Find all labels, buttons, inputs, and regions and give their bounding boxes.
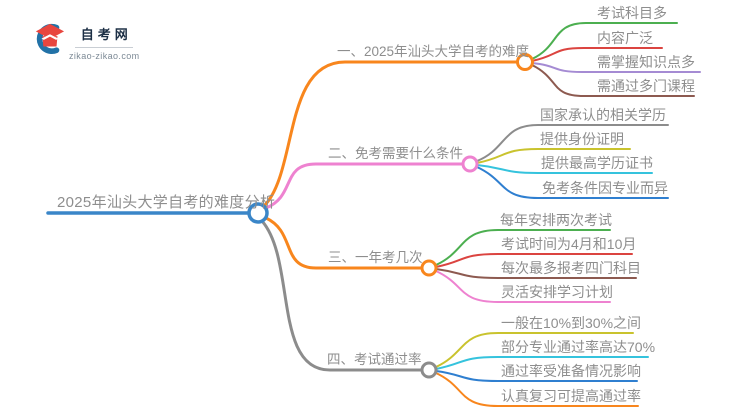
branch-node-1: 一、2025年汕头大学自考的难度 bbox=[337, 44, 530, 59]
leaf-node-3-1: 每年安排两次考试 bbox=[500, 212, 612, 228]
leaf-node-1-3: 需掌握知识点多 bbox=[597, 54, 695, 70]
leaf-node-2-4: 免考条件因专业而异 bbox=[542, 180, 668, 196]
leaf-node-1-1: 考试科目多 bbox=[597, 5, 667, 21]
site-url: zikao-zikao.com bbox=[69, 51, 140, 61]
leaf-node-4-4: 认真复习可提高通过率 bbox=[501, 388, 641, 404]
root-node-circle bbox=[247, 202, 269, 224]
branch-3-circle bbox=[420, 259, 438, 277]
leaf-node-3-3: 每次最多报考四门科目 bbox=[501, 260, 641, 276]
leaf-node-2-2: 提供身份证明 bbox=[540, 131, 624, 147]
branch-node-4: 四、考试通过率 bbox=[327, 352, 422, 367]
branch-2-circle bbox=[461, 155, 479, 173]
logo-divider bbox=[75, 47, 134, 48]
graduation-cap-icon bbox=[35, 23, 65, 54]
leaf-node-1-4: 需通过多门课程 bbox=[597, 78, 695, 94]
branch-1-circle bbox=[516, 53, 534, 71]
branch-node-2: 二、免考需要什么条件 bbox=[328, 146, 463, 161]
branch-4-circle bbox=[420, 361, 438, 379]
leaf-node-3-2: 考试时间为4月和10月 bbox=[501, 236, 637, 252]
leaf-node-4-2: 部分专业通过率高达70% bbox=[501, 339, 656, 355]
leaf-node-1-2: 内容广泛 bbox=[597, 30, 653, 46]
site-logo: 自考网 zikao-zikao.com bbox=[33, 21, 143, 61]
leaf-node-3-4: 灵活安排学习计划 bbox=[501, 284, 613, 300]
leaf-node-2-1: 国家承认的相关学历 bbox=[540, 107, 666, 123]
root-node: 2025年汕头大学自考的难度分析 bbox=[57, 194, 276, 211]
leaf-node-4-3: 通过率受准备情况影响 bbox=[501, 363, 641, 379]
site-name: 自考网 bbox=[80, 27, 132, 42]
leaf-node-4-1: 一般在10%到30%之间 bbox=[501, 315, 642, 331]
site-logo-text: 自考网 zikao-zikao.com bbox=[69, 21, 140, 61]
leaf-node-2-3: 提供最高学历证书 bbox=[541, 155, 653, 171]
branch-node-3: 三、一年考几次 bbox=[328, 250, 423, 265]
